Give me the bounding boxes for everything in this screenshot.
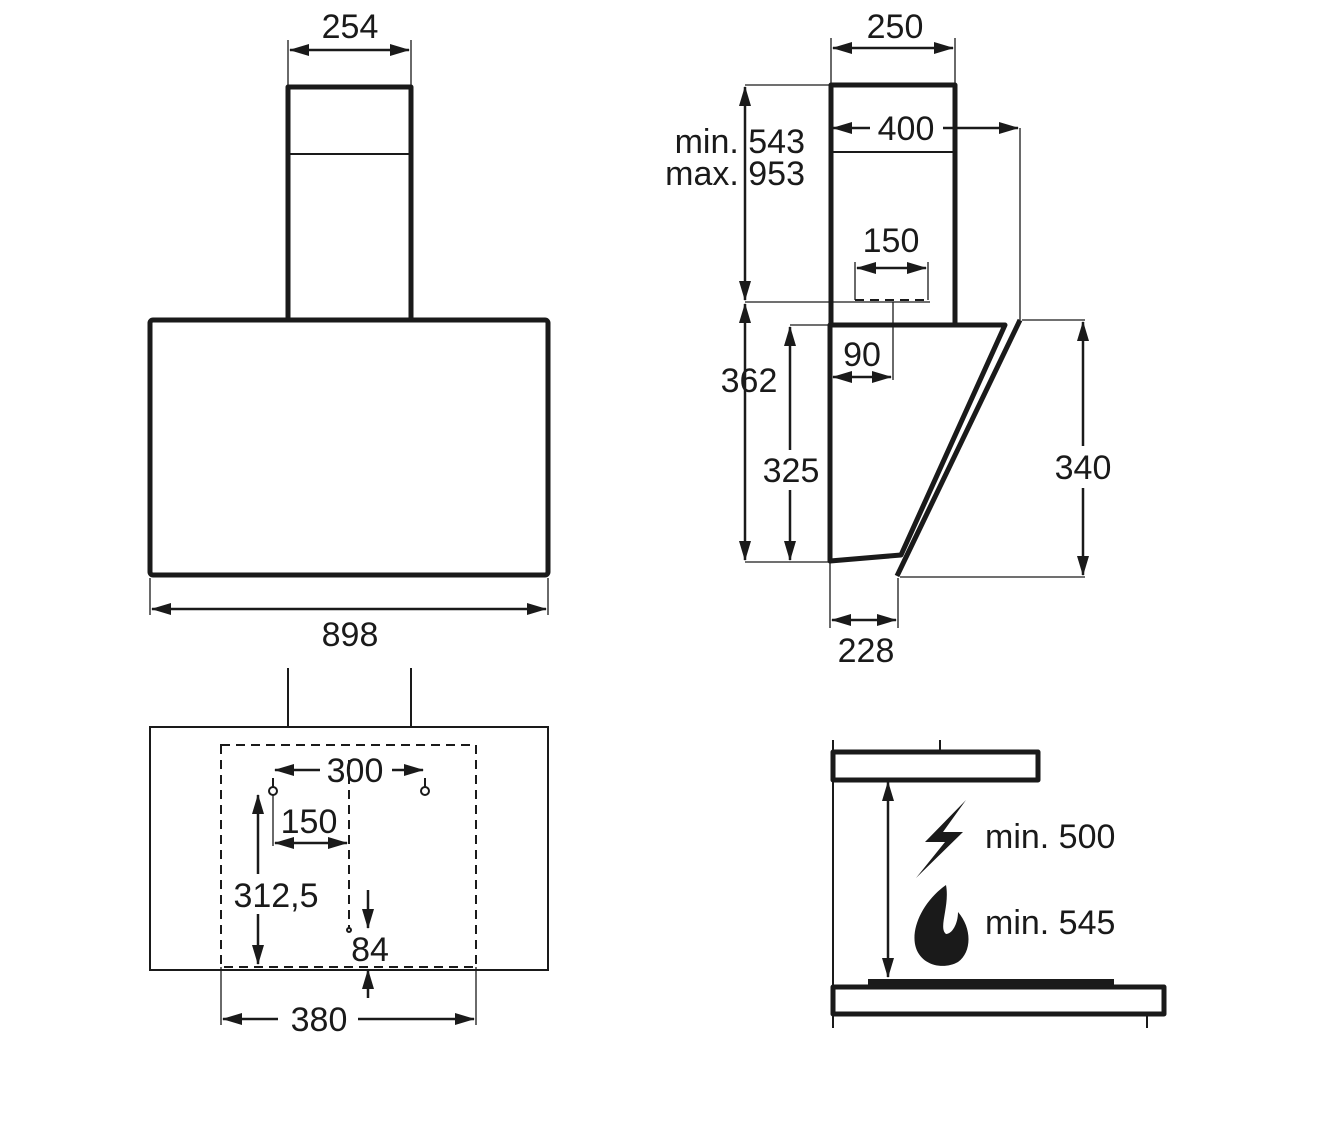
bottom-view: 300 150 312,5 84 380 [149, 668, 549, 1039]
back-height-label: 325 [763, 452, 820, 490]
electric-clearance-label: min. 500 [985, 818, 1115, 856]
side-canopy-profile [827, 322, 1008, 564]
label-backdrop [1050, 446, 1118, 488]
front-chimney [285, 84, 414, 323]
front-view: 254 898 [147, 8, 551, 654]
bottom-depth-label: 228 [838, 632, 895, 670]
lightning-bolt-icon [916, 800, 966, 878]
total-depth-label: 400 [878, 110, 935, 148]
side-view: 250 400 min. 543 max. 953 150 90 362 325 [665, 8, 1118, 670]
hole-offset-label: 150 [281, 803, 338, 841]
bottom-offset-label: 84 [351, 931, 389, 969]
max-height-label: max. 953 [665, 155, 805, 193]
outlet-spacing-label: 150 [863, 222, 920, 260]
cooktop-counter [830, 984, 1167, 1017]
lower-hole-icon [346, 927, 352, 933]
canopy-height-label: 362 [721, 362, 778, 400]
clearance-view: min. 500 min. 545 [830, 740, 1167, 1028]
screw-hole-right-icon [420, 778, 430, 796]
label-backdrop [758, 450, 824, 490]
bracket-outline [220, 744, 477, 968]
hood-outline [149, 726, 549, 971]
hole-spacing-label: 300 [327, 752, 384, 790]
outlet-offset-label: 90 [843, 336, 881, 374]
min-height-label: min. 543 [675, 123, 805, 161]
bracket-width-label: 380 [291, 1001, 348, 1039]
cooktop-plate [868, 979, 1114, 987]
gas-clearance-label: min. 545 [985, 904, 1115, 942]
hole-height-label: 312,5 [233, 877, 318, 915]
chimney-width-label: 254 [322, 8, 379, 46]
chimney-depth-label: 250 [867, 8, 924, 46]
front-height-label: 340 [1055, 449, 1112, 487]
front-canopy [147, 317, 551, 578]
hood-width-label: 898 [322, 616, 379, 654]
screw-hole-left-icon [268, 778, 278, 796]
hood-shelf [830, 749, 1041, 783]
side-glass-panel [894, 318, 1023, 578]
label-backdrop [226, 874, 326, 914]
flame-icon [914, 885, 969, 966]
